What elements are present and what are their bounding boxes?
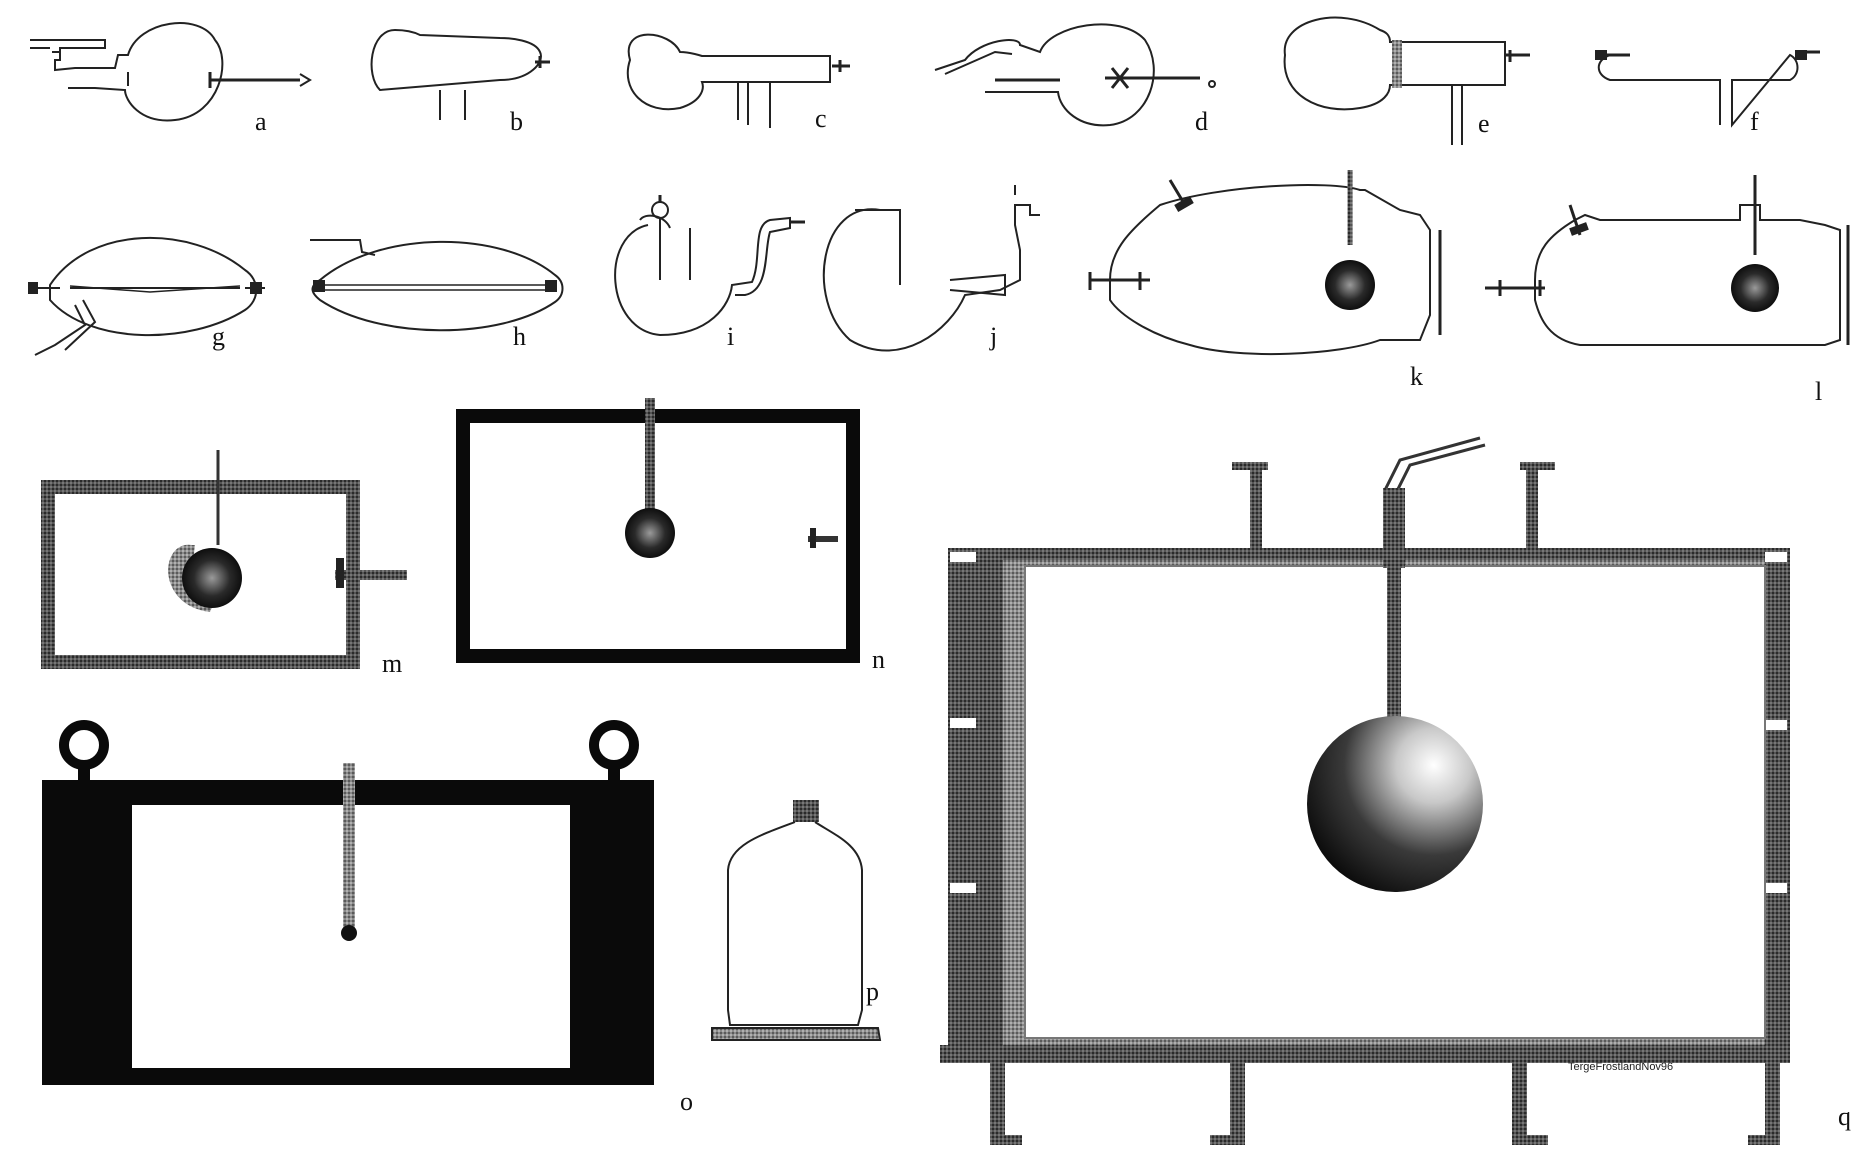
panel-n-label: n [872, 645, 885, 674]
panel-k-label: k [1410, 362, 1423, 391]
panel-l-label: l [1815, 377, 1822, 406]
panel-c [626, 33, 850, 128]
panel-a [30, 22, 312, 122]
panel-j-label: j [989, 322, 997, 351]
panel-c-label: c [815, 104, 827, 133]
panel-a-label: a [255, 107, 267, 136]
panel-k [1088, 170, 1442, 356]
panel-m-label: m [382, 649, 402, 678]
panel-m [41, 450, 407, 669]
panel-q [940, 436, 1790, 1145]
panel-o-label: o [680, 1087, 693, 1116]
panel-g-label: g [212, 322, 225, 351]
panel-i [614, 195, 805, 337]
panel-d [934, 23, 1216, 127]
panel-i-label: i [727, 322, 734, 351]
panel-h-label: h [513, 322, 526, 351]
panel-n [456, 398, 860, 663]
panel-g [28, 237, 265, 356]
panel-f [1595, 50, 1820, 128]
panel-l [1485, 175, 1850, 346]
panel-e [1283, 16, 1530, 145]
panel-o [42, 720, 654, 1085]
panel-h [310, 239, 564, 332]
panel-b [370, 28, 550, 120]
panel-q-credit: TergeFrostlandNov96 [1568, 1061, 1673, 1073]
panel-p-label: p [866, 977, 879, 1006]
panel-d-label: d [1195, 107, 1208, 136]
panel-f-label: f [1750, 107, 1759, 136]
panel-p [711, 800, 882, 1041]
panel-q-label: q [1838, 1102, 1851, 1131]
panel-j [822, 185, 1040, 352]
panel-b-label: b [510, 107, 523, 136]
panel-e-label: e [1478, 109, 1490, 138]
